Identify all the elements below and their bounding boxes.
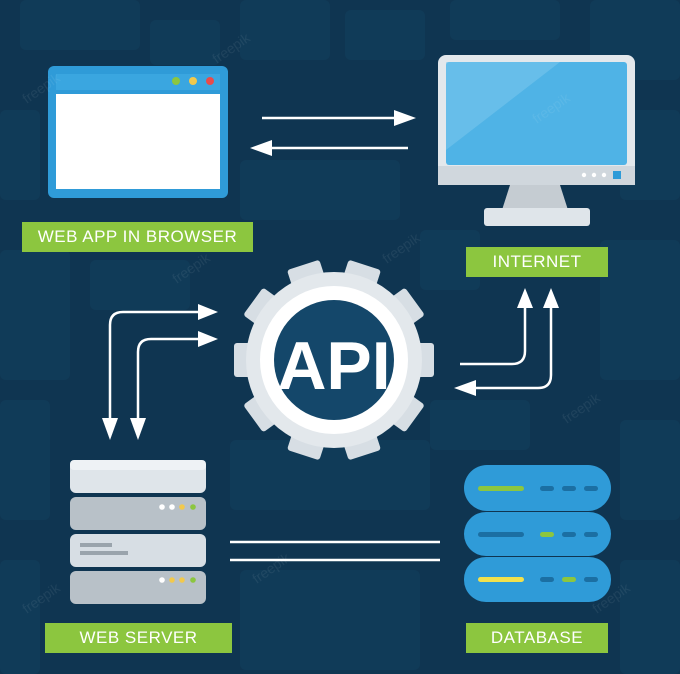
gear-icon (234, 260, 434, 460)
server-api-arrows (108, 310, 200, 420)
browser-label: WEB APP IN BROWSER (22, 222, 253, 252)
server-icon (70, 460, 206, 604)
internet-label: INTERNET (466, 247, 608, 277)
browser-internet-arrows (250, 110, 416, 156)
server-database-lines (230, 540, 440, 562)
monitor-icon (438, 55, 635, 226)
database-icon (464, 465, 611, 602)
internet-api-arrows (460, 306, 553, 390)
api-label: API (277, 328, 390, 404)
database-label: DATABASE (466, 623, 608, 653)
server-label: WEB SERVER (45, 623, 232, 653)
browser-window-icon (48, 66, 228, 198)
